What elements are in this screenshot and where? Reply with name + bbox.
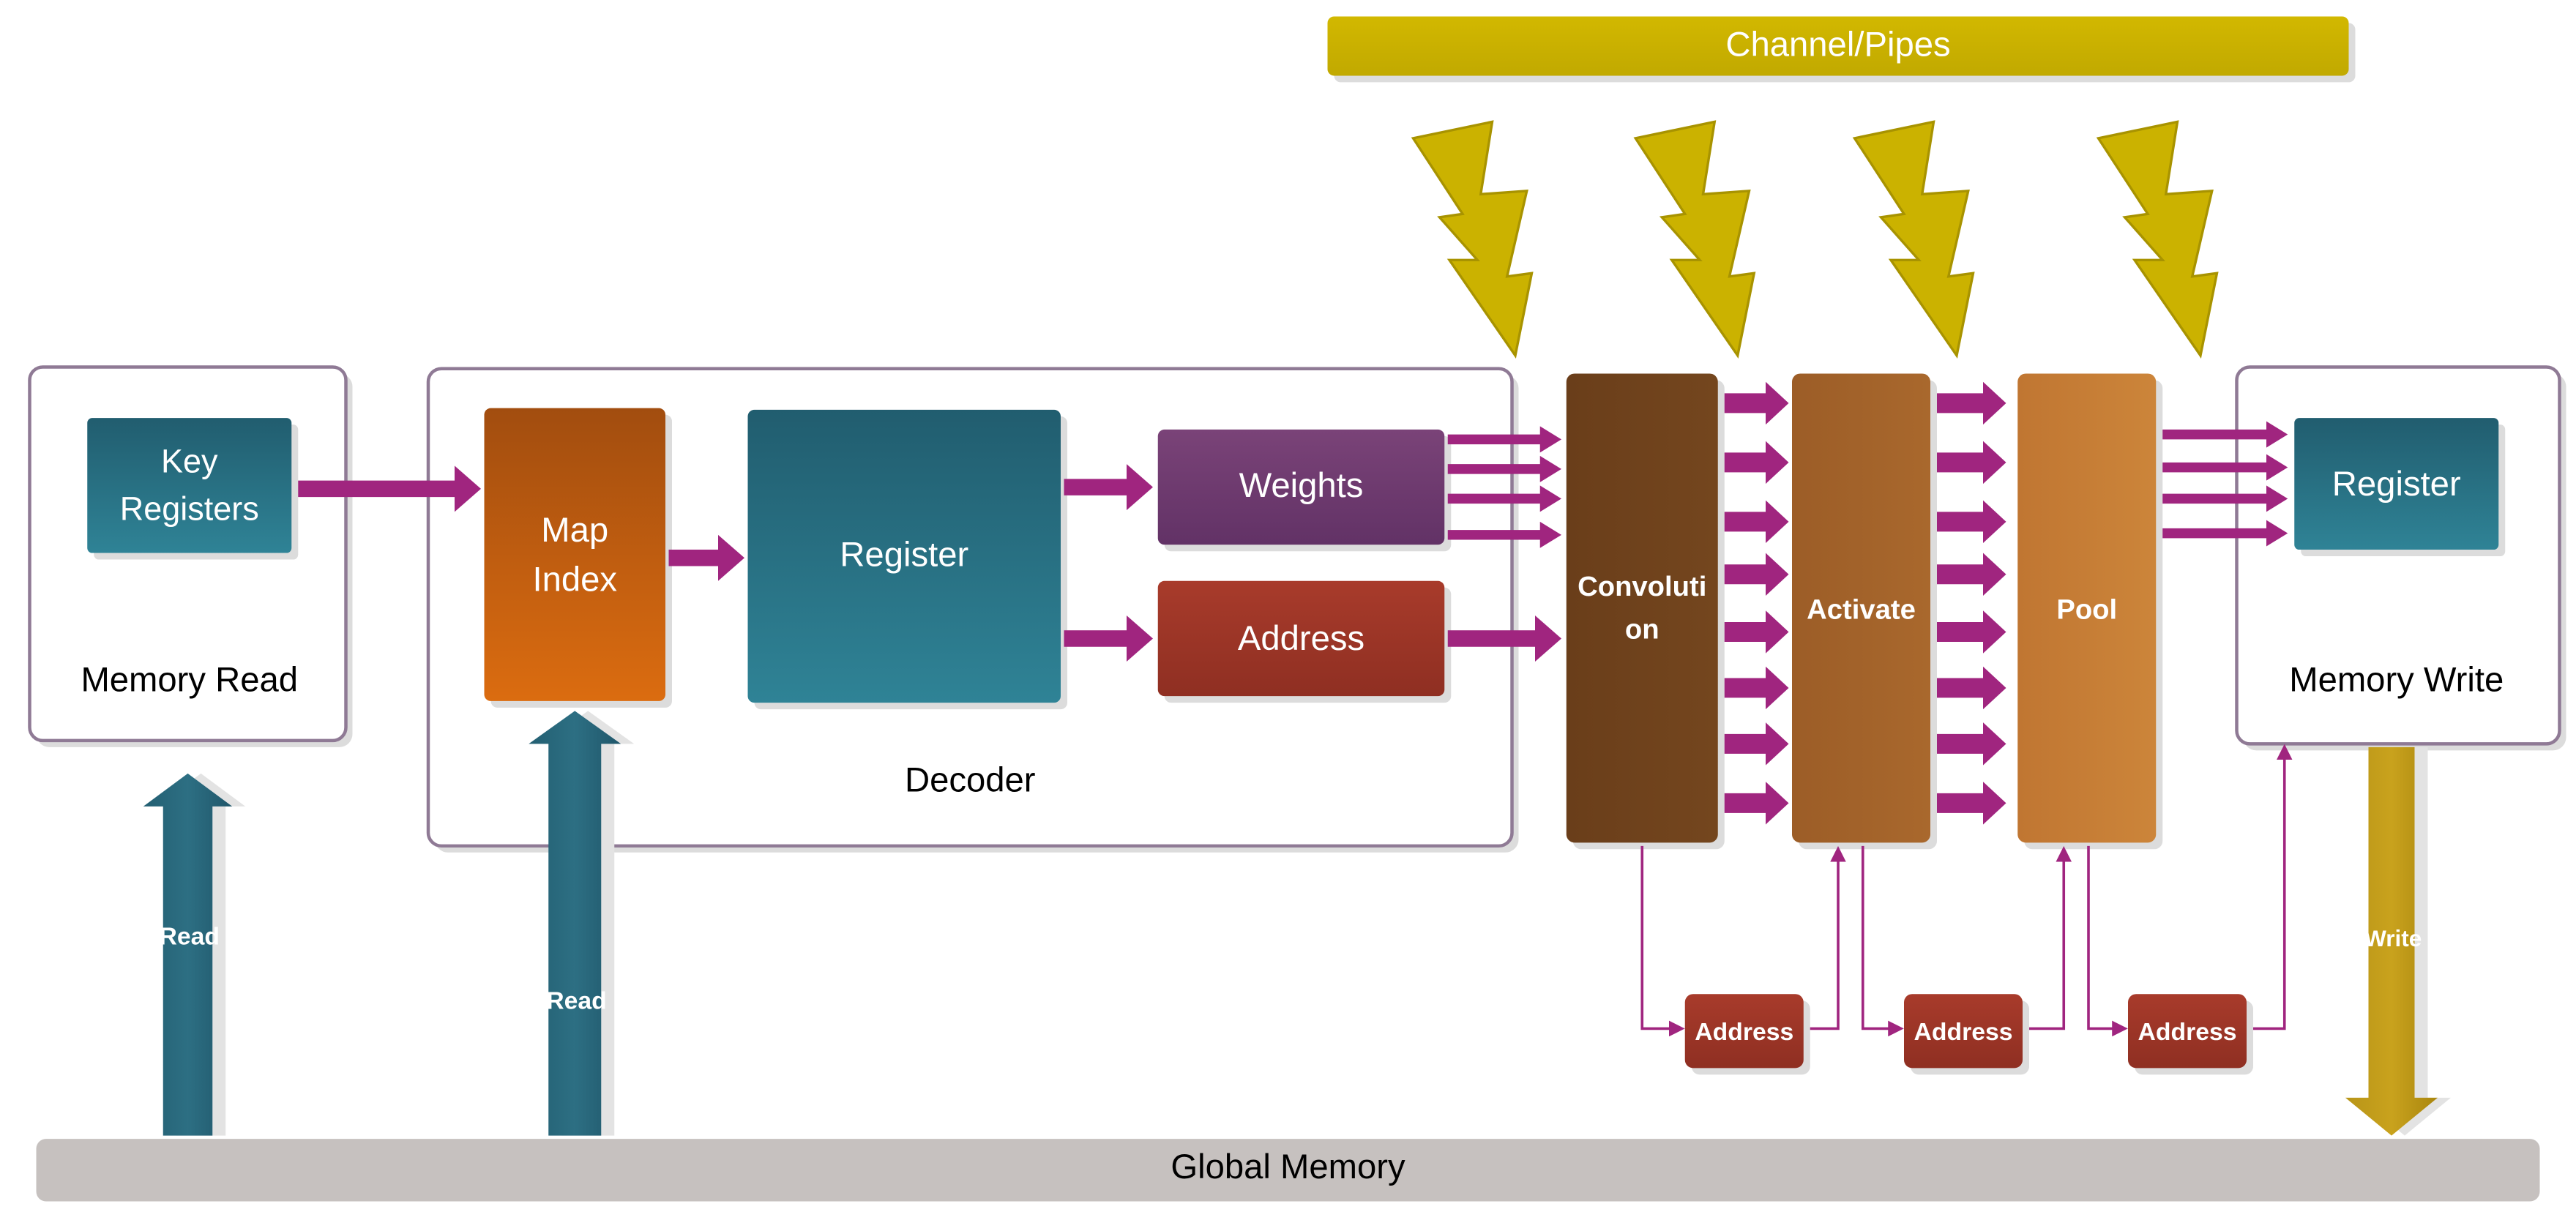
memory-read-block: Key Registers Memory Read xyxy=(28,365,353,747)
pipeline-blocks: Convoluti on Activate Pool xyxy=(1566,373,2163,850)
lightning-bolt-icon xyxy=(1852,120,1975,359)
activate-box xyxy=(1792,373,1930,843)
map-index-box xyxy=(484,408,665,701)
write-arrow-label: Write xyxy=(2364,925,2422,951)
arrow-register-to-address xyxy=(1064,616,1153,662)
flow-arrows xyxy=(298,381,2288,825)
lightning-bolt-icons xyxy=(1411,120,2219,359)
convolution-box xyxy=(1566,373,1718,843)
pool-box xyxy=(2017,373,2157,843)
key-registers-label-line2: Registers xyxy=(120,490,259,528)
arrows-activate-to-pool xyxy=(1937,381,2006,825)
decoder-address-label: Address xyxy=(1238,619,1364,658)
global-memory-bar: Global Memory xyxy=(36,1139,2540,1202)
arrow-map-to-register xyxy=(668,534,744,581)
memory-read-title: Memory Read xyxy=(81,660,298,699)
address-node xyxy=(2128,994,2247,1069)
arrow-address-to-conv xyxy=(1447,616,1561,662)
channel-pipes-bar: Channel/Pipes xyxy=(1327,16,2356,83)
read-arrow-left: Read xyxy=(143,773,246,1136)
read-arrow-right-label: Read xyxy=(546,987,606,1014)
map-index-label-line2: Index xyxy=(532,560,617,599)
convolution-label-line1: Convoluti xyxy=(1578,571,1706,602)
address-node xyxy=(1904,994,2023,1069)
write-arrow: Write xyxy=(2345,747,2451,1136)
lightning-bolt-icon xyxy=(1633,120,1756,359)
arrow-key-to-map xyxy=(298,465,481,512)
address-node-label: Address xyxy=(1914,1018,2013,1046)
memory-write-title: Memory Write xyxy=(2289,660,2504,699)
weights-box xyxy=(1157,429,1445,545)
key-registers-box xyxy=(87,418,292,553)
key-registers-label-line1: Key xyxy=(161,442,218,479)
arrow-register-to-weights xyxy=(1064,464,1153,511)
global-memory-label: Global Memory xyxy=(1171,1148,1405,1186)
decoder-title: Decoder xyxy=(905,761,1036,800)
decoder-address-box xyxy=(1157,580,1445,697)
memory-write-block: Register Memory Write xyxy=(2235,365,2566,751)
weights-label: Weights xyxy=(1239,466,1364,505)
activate-label: Activate xyxy=(1807,594,1916,626)
decoder-register-box xyxy=(747,409,1061,703)
read-arrow-right: Read xyxy=(529,711,635,1136)
arrows-weights-to-conv xyxy=(1447,426,1561,548)
memory-write-register-box xyxy=(2294,418,2499,550)
decoder-block: Decoder Map Index Register Weights Addre… xyxy=(426,367,1519,853)
read-arrow-left-label: Read xyxy=(160,923,220,951)
address-node xyxy=(1684,994,1804,1069)
channel-pipes-label: Channel/Pipes xyxy=(1725,25,1950,64)
address-connectors xyxy=(1640,744,2293,1037)
decoder-register-label: Register xyxy=(840,536,968,575)
pool-label: Pool xyxy=(2056,594,2117,626)
address-node-label: Address xyxy=(2138,1018,2237,1046)
map-index-label-line1: Map xyxy=(541,511,608,550)
arrows-pool-to-write xyxy=(2162,421,2288,547)
address-node-label: Address xyxy=(1695,1018,1793,1046)
lightning-bolt-icon xyxy=(2096,120,2219,359)
lightning-bolt-icon xyxy=(1411,120,1534,359)
address-nodes: Address Address Address xyxy=(1684,994,2253,1075)
arrows-conv-to-activate xyxy=(1724,381,1789,825)
convolution-label-line2: on xyxy=(1625,613,1660,645)
memory-write-register-label: Register xyxy=(2332,465,2461,504)
